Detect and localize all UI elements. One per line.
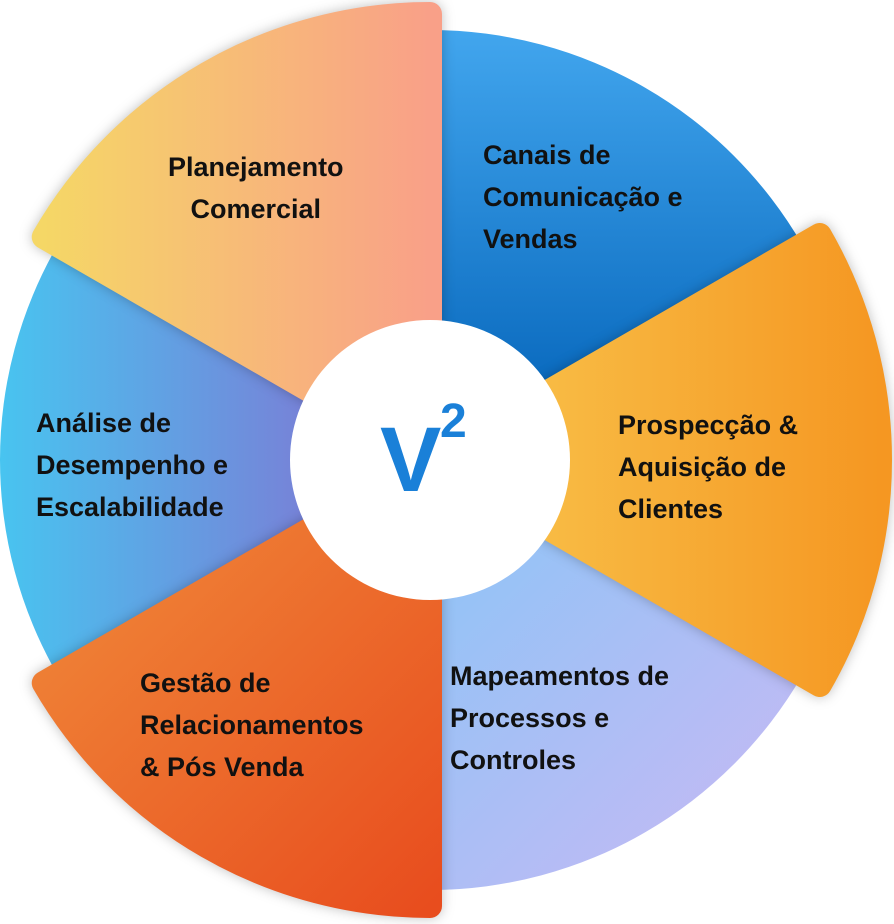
segment-analise <box>0 245 327 675</box>
label-planejamento: Planejamento Comercial <box>168 152 344 224</box>
label-canais: Canais de Comunicação e Vendas <box>483 140 683 254</box>
label-prospeccao: Prospecção & Aquisição de Clientes <box>618 410 799 524</box>
label-analise: Análise de Desempenho e Escalabilidade <box>36 408 229 522</box>
segment-mapeamentos <box>430 520 803 890</box>
segment-canais <box>430 30 803 400</box>
label-gestao: Gestão de Relacionamentos & Pós Venda <box>140 668 364 782</box>
center-circle <box>290 320 570 600</box>
logo-letter: V <box>380 409 442 511</box>
logo-superscript: 2 <box>440 395 467 448</box>
label-mapeamentos: Mapeamentos de Processos e Controles <box>450 661 670 775</box>
